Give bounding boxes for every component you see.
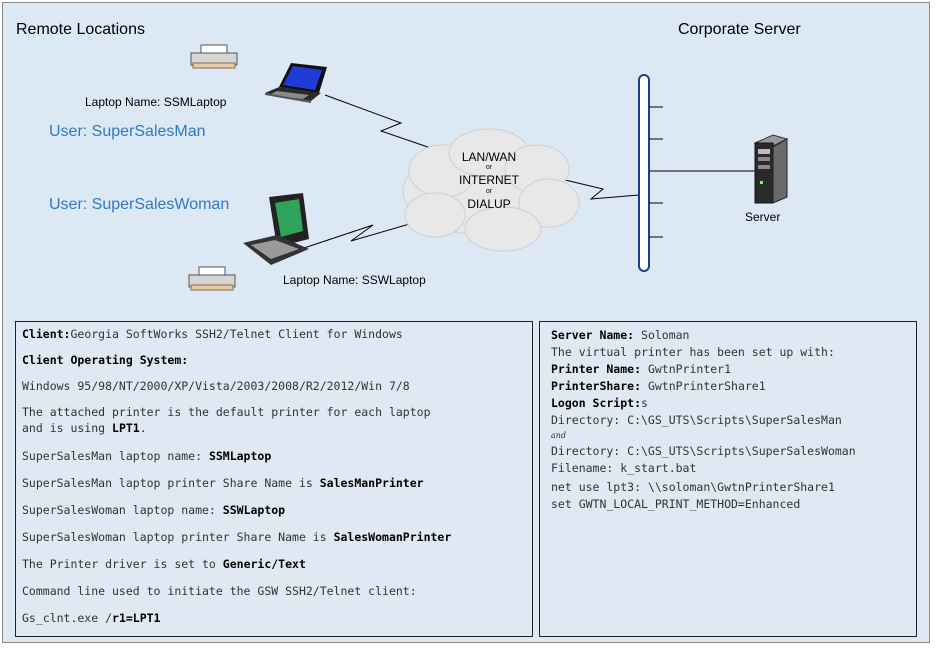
- network-cloud: [402, 128, 580, 252]
- remote-locations-title: Remote Locations: [16, 21, 145, 38]
- server-name-value: Soloman: [634, 328, 690, 342]
- ssm-share-pre: SuperSalesMan laptop printer Share Name …: [22, 476, 320, 490]
- laptop2-name-label: Laptop Name: SSWLaptop: [283, 273, 426, 287]
- ssm-laptop-name: SSMLaptop: [208, 449, 272, 463]
- exe-param: r1=LPT1: [112, 611, 161, 625]
- printer-default-line: The attached printer is the default prin…: [22, 405, 431, 419]
- cloud-or-2: or: [485, 188, 493, 195]
- server-label: Server: [745, 210, 781, 224]
- printer-lpt-bold: LPT1: [112, 421, 140, 435]
- virtual-printer-line: The virtual printer has been set up with…: [551, 345, 835, 359]
- client-info-box: Client:Georgia SoftWorks SSH2/Telnet Cli…: [15, 321, 533, 637]
- user-supersaleswoman: User: SuperSalesWoman: [49, 196, 230, 213]
- corporate-server-title: Corporate Server: [678, 21, 801, 38]
- ssw-laptop-name: SSWLaptop: [222, 503, 286, 517]
- exe-pre: Gs_clnt.exe /: [22, 611, 113, 625]
- ssw-share-name: SalesWomanPrinter: [333, 530, 452, 544]
- printer-name-value: GwtnPrinter1: [641, 362, 732, 376]
- link-laptop1-cloud: [324, 94, 452, 156]
- printer-icon-1: [190, 44, 238, 69]
- link-laptop2-cloud: [300, 222, 414, 250]
- directory-ssw: Directory: C:\GS_UTS\Scripts\SuperSalesW…: [551, 444, 856, 458]
- network-backbone: [638, 74, 663, 272]
- ssw-share-pre: SuperSalesWoman laptop printer Share Nam…: [22, 530, 334, 544]
- filename-line: Filename: k_start.bat: [551, 461, 697, 475]
- laptop-icon-2: [243, 193, 309, 265]
- client-label: Client:: [22, 327, 71, 341]
- network-diagram: [188, 44, 789, 291]
- os-label: Client Operating System:: [22, 353, 189, 367]
- and-text: and: [551, 431, 567, 440]
- driver-name: Generic/Text: [222, 557, 306, 571]
- net-use-line: net use lpt3: \\soloman\GwtnPrinterShare…: [551, 480, 835, 494]
- printer-lpt-pre: and is using: [22, 421, 113, 435]
- printer-lpt-post: .: [139, 421, 147, 435]
- ssw-laptop-name-pre: SuperSalesWoman laptop name:: [22, 503, 223, 517]
- logon-script-value: s: [641, 396, 648, 410]
- laptop-icon-1: [265, 63, 327, 103]
- os-value: Windows 95/98/NT/2000/XP/Vista/2003/2008…: [22, 379, 410, 393]
- printer-share-value: GwtnPrinterShare1: [641, 379, 766, 393]
- cloud-internet: INTERNET: [459, 173, 519, 187]
- ssm-laptop-name-pre: SuperSalesMan laptop name:: [22, 449, 209, 463]
- set-method-line: set GWTN_LOCAL_PRINT_METHOD=Enhanced: [551, 497, 801, 511]
- cloud-text: LAN/WAN or INTERNET or DIALUP: [441, 151, 537, 211]
- client-value: Georgia SoftWorks SSH2/Telnet Client for…: [70, 327, 403, 341]
- ssm-share-name: SalesManPrinter: [319, 476, 424, 490]
- printer-name-label: Printer Name:: [551, 362, 642, 376]
- command-line-text: Command line used to initiate the GSW SS…: [22, 584, 417, 598]
- directory-ssm: Directory: C:\GS_UTS\Scripts\SuperSalesM…: [551, 413, 842, 427]
- laptop1-name-label: Laptop Name: SSMLaptop: [85, 95, 227, 109]
- server-info-box: Server Name: Soloman The virtual printer…: [539, 321, 917, 637]
- link-cloud-backbone: [560, 178, 640, 200]
- diagram-frame: Remote Locations Corporate Server: [2, 2, 930, 643]
- server-icon: [753, 134, 789, 204]
- user-supersalesman: User: SuperSalesMan: [49, 123, 206, 140]
- printer-icon-2: [188, 266, 236, 291]
- logon-script-label: Logon Script:: [551, 396, 642, 410]
- cloud-dialup: DIALUP: [467, 197, 511, 211]
- printer-share-label: PrinterShare:: [551, 379, 642, 393]
- server-name-label: Server Name:: [551, 328, 635, 342]
- cloud-or-1: or: [485, 164, 493, 171]
- driver-pre: The Printer driver is set to: [22, 557, 223, 571]
- cloud-lanwan: LAN/WAN: [461, 150, 517, 164]
